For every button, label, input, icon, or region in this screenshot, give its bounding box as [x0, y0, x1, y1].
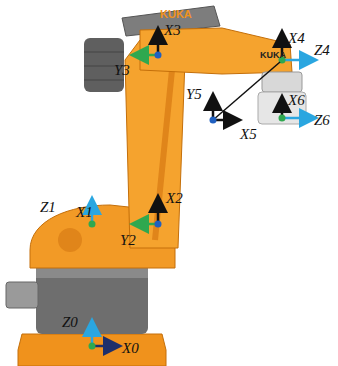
axis-label: Z4: [314, 42, 330, 58]
axis-label: Y3: [114, 62, 130, 78]
axis-label: Y5: [186, 86, 202, 102]
axis-label: X4: [288, 30, 305, 46]
axis-label: Y2: [120, 232, 136, 248]
brand-logo: KUKA: [160, 8, 192, 21]
axis-label: X0: [122, 340, 139, 356]
axis-label: Z6: [314, 112, 330, 128]
axis-label: X6: [288, 92, 305, 108]
axis-label: X5: [240, 126, 257, 142]
axis-label: X2: [166, 190, 183, 206]
axis-label: X3: [164, 22, 181, 38]
axis-label: Z0: [62, 314, 78, 330]
axis-label: Z1: [40, 199, 56, 215]
brand-logo: KUKA: [260, 50, 286, 61]
axis-label: X1: [76, 204, 93, 220]
